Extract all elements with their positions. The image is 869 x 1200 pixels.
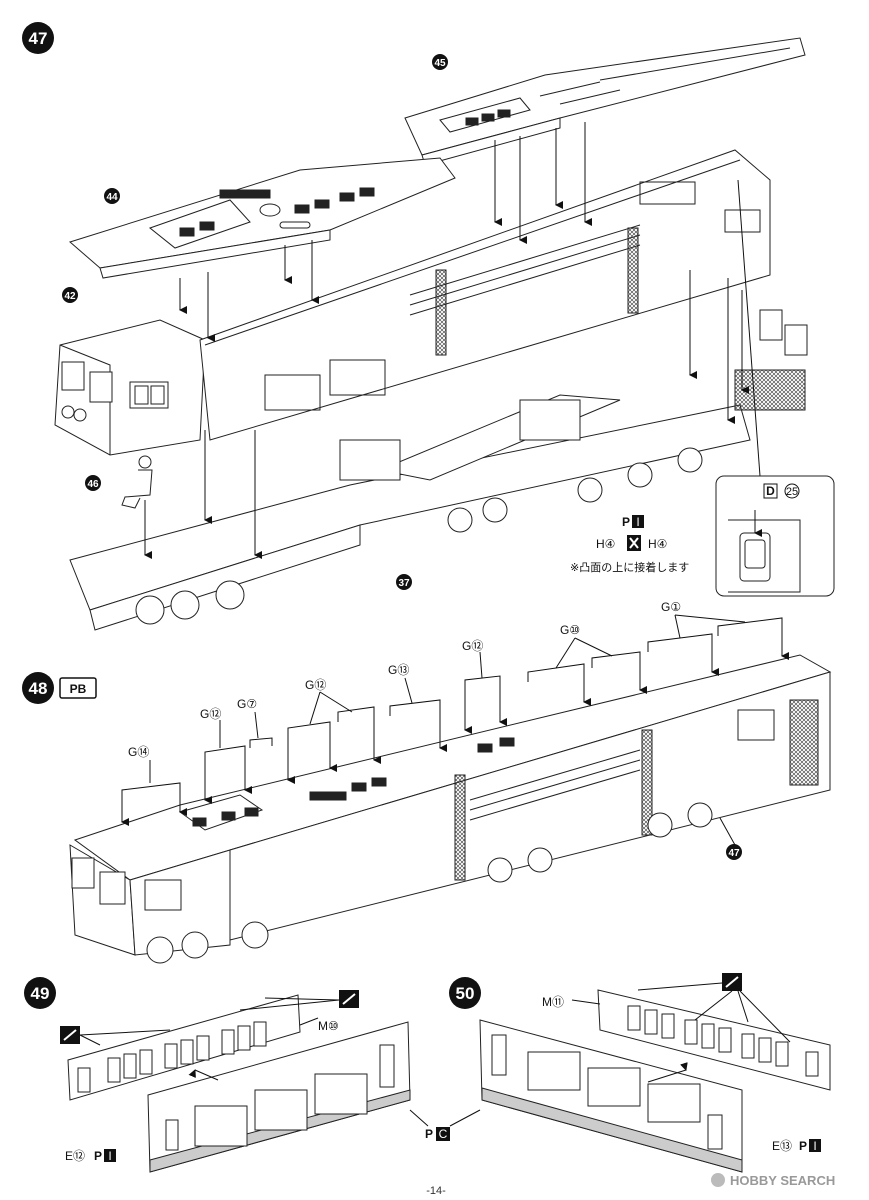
e13-runner: P [799,1139,807,1153]
shared-runner: P C [409,1109,481,1141]
glue-runner: P [622,515,630,529]
e12-runner-part: I [108,1149,111,1163]
g12a-label: G⑫ [462,639,483,653]
part-44-label: 44 [106,192,118,203]
step-50: 50 [449,973,831,1173]
part-42-label: 42 [64,291,76,302]
wall-panel-e13 [479,1019,743,1173]
e13-label: E⑬ [772,1139,792,1153]
glue-left-part: H④ [596,537,615,551]
step-50-badge [449,977,481,1009]
page-number: -14- [426,1185,446,1197]
inset-code: D [766,484,775,498]
inset-part: 25 [786,486,798,498]
step-50-number: 50 [456,984,475,1003]
part-45-label: 45 [434,58,446,69]
step-49-number: 49 [31,984,50,1003]
g7-label: G⑦ [237,697,257,711]
window-panel-m11 [597,989,831,1091]
glue-right-part: H④ [648,537,667,551]
part-42-marker [62,287,78,303]
e12-runner: P [94,1149,102,1163]
ref-47-label: 47 [728,848,740,859]
assembled-locomotive [69,654,832,964]
part-46-label: 46 [87,479,99,490]
glue-annotation: P I H④ H④ ※凸面の上に接着します [570,515,689,574]
body-part-42 [54,149,771,456]
glue-runner-part: I [636,515,639,529]
part-37-label: 37 [398,578,410,589]
step-48-badge [22,672,54,704]
chassis-part-37 [69,309,808,631]
e12-label: E⑫ [65,1149,85,1163]
window-panel-m10 [67,994,301,1101]
watermark: HOBBY SEARCH [711,1173,835,1188]
m10-label: M⑩ [318,1019,339,1033]
roof-part-44 [68,157,456,279]
roof-part-45 [404,37,806,166]
part-37-marker [396,574,412,590]
part-45-marker [432,54,448,70]
step-48-number: 48 [29,679,48,698]
handrail-parts [121,614,789,846]
step-48-runner-badge [59,677,97,699]
step-48: 48 PB [22,600,832,964]
watermark-text: HOBBY SEARCH [730,1173,835,1188]
g10-label: G⑩ [560,623,580,637]
step-49: 49 [24,977,411,1173]
step-47-arrows [144,122,761,559]
figure-part-46 [121,455,153,509]
part-44-marker [104,188,120,204]
shared-runner-letter: P [425,1127,433,1141]
m11-label: M⑪ [542,995,564,1009]
step-47-badge [22,22,54,54]
g12c-label: G⑫ [200,707,221,721]
shared-runner-part: C [439,1127,448,1141]
ref-47-marker [726,844,742,860]
step-49-badge [24,977,56,1009]
wall-panel-e12 [147,1021,411,1173]
g1-label: G① [661,600,681,614]
step-47: 47 45 44 [22,22,835,631]
g13-label: G⑬ [388,663,409,677]
step-47-number: 47 [29,29,48,48]
e13-runner-part: I [813,1139,816,1153]
glue-note: ※凸面の上に接着します [570,560,689,574]
step-48-runner-label: PB [70,682,87,696]
inset-detail-d25: D 25 [715,475,835,597]
g12b-label: G⑫ [305,678,326,692]
part-46-marker [85,475,101,491]
g14-label: G⑭ [128,745,149,759]
